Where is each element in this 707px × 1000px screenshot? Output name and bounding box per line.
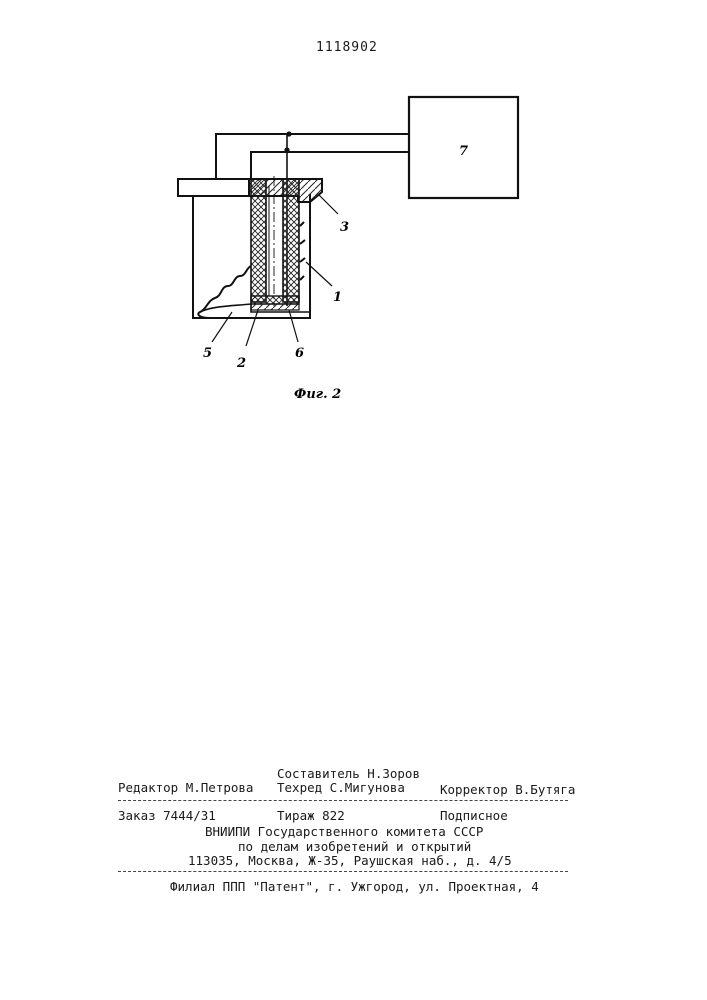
membrane xyxy=(251,304,299,310)
holder-left-wall xyxy=(251,179,266,302)
callout-3: 3 xyxy=(340,220,349,235)
branch-line: Филиал ППП "Патент", г. Ужгород, ул. Про… xyxy=(170,879,539,894)
wire-upper xyxy=(216,134,409,179)
figure-caption: Фиг. 2 xyxy=(294,387,341,402)
circulation-line: Тираж 822 xyxy=(277,808,345,823)
callout-6: 6 xyxy=(295,346,304,361)
lid-left xyxy=(178,179,249,196)
composer-line: Составитель Н.Зоров xyxy=(277,766,420,781)
org-line-2: по делам изобретений и открытий xyxy=(238,839,471,854)
callout-1: 1 xyxy=(333,290,342,305)
leader-lines xyxy=(212,194,338,346)
org-line-1: ВНИИПИ Государственного комитета СССР xyxy=(205,824,483,839)
figure-2-drawing: 7 3 1 5 2 6 Фиг. 2 xyxy=(0,0,707,420)
holder-bottom xyxy=(251,296,299,304)
block-7-label: 7 xyxy=(459,144,468,159)
callout-2: 2 xyxy=(236,356,246,371)
wire-lower xyxy=(251,152,409,179)
holder-right-wall xyxy=(283,179,299,302)
imprint-rule-top xyxy=(118,800,568,801)
callout-5: 5 xyxy=(203,346,212,361)
editor-line: Редактор М.Петрова xyxy=(118,780,253,795)
deposit-ticks xyxy=(300,222,305,280)
techred-line: Техред С.Мигунова xyxy=(277,780,405,795)
corrector-line: Корректор В.Бутяга xyxy=(440,782,575,797)
imprint-rule-bottom xyxy=(118,871,568,872)
subscription-line: Подписное xyxy=(440,808,508,823)
order-line: Заказ 7444/31 xyxy=(118,808,216,823)
address-line: 113035, Москва, Ж-35, Раушская наб., д. … xyxy=(188,853,512,868)
